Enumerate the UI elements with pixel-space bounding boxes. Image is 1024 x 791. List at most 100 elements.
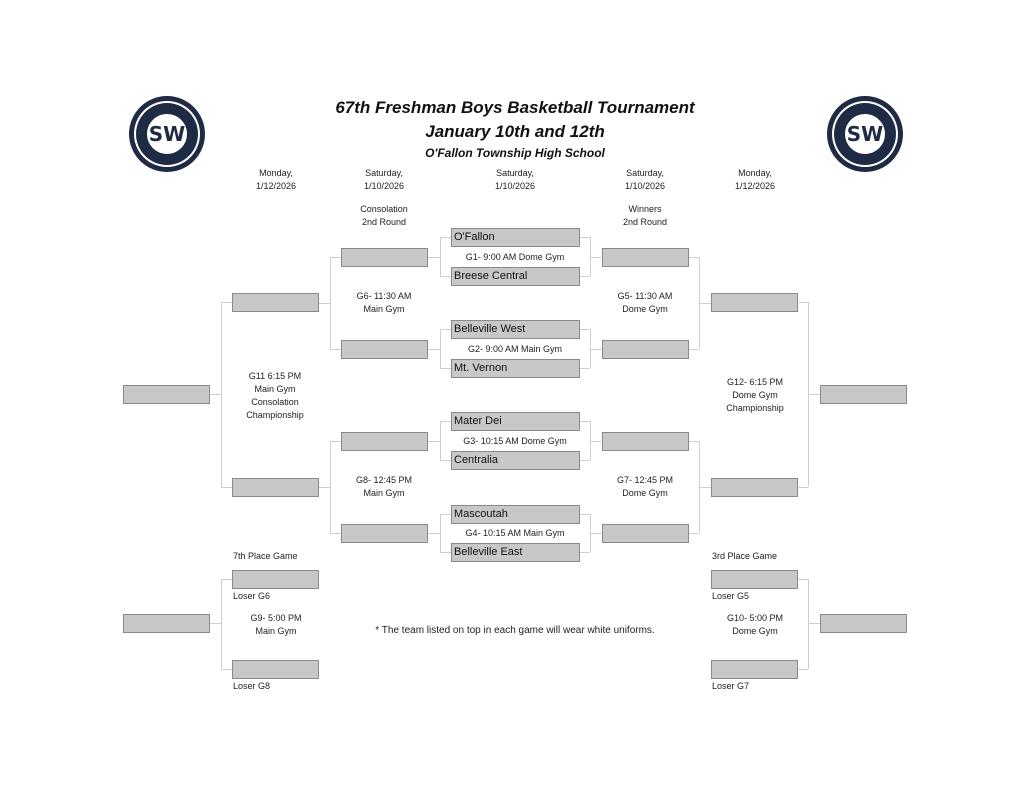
bracket-line — [221, 579, 222, 669]
game-label: G2- 9:00 AM Main Gym — [467, 344, 563, 354]
bracket-line — [699, 487, 711, 488]
uniform-note: * The team listed on top in each game wi… — [375, 625, 655, 636]
tournament-venue: O'Fallon Township High School — [425, 146, 605, 160]
bracket-line — [689, 349, 699, 350]
bracket-line — [580, 552, 590, 553]
bracket-line — [798, 669, 808, 670]
third-bottom-label: Loser G7 — [712, 681, 750, 691]
bracket-line — [808, 579, 809, 669]
consolation-champion-slot — [123, 385, 210, 404]
empty-slot — [232, 570, 319, 589]
empty-slot — [232, 660, 319, 679]
bracket-line — [440, 237, 451, 238]
svg-text:SW: SW — [847, 122, 883, 146]
empty-slot — [602, 248, 689, 267]
empty-slot — [232, 293, 319, 312]
empty-slot — [232, 478, 319, 497]
column-header: Saturday,1/10/2026 — [624, 168, 666, 191]
bracket-line — [427, 348, 440, 350]
game-label: G3- 10:15 AM Dome Gym — [463, 436, 567, 446]
bracket-line — [808, 394, 820, 395]
bracket-line — [798, 302, 808, 303]
empty-slot — [711, 293, 798, 312]
empty-slot — [711, 660, 798, 679]
empty-slot — [711, 570, 798, 589]
third-place-title: 3rd Place Game — [712, 551, 778, 561]
bracket-line — [580, 421, 590, 422]
bracket-line — [580, 514, 590, 515]
tournament-dates: January 10th and 12th — [425, 122, 605, 141]
conference-logo-right: SW — [827, 96, 903, 172]
bracket-line — [330, 533, 341, 534]
bracket-line — [580, 329, 590, 330]
empty-slot — [341, 248, 428, 267]
bracket-line — [590, 348, 602, 350]
bracket-line — [440, 514, 451, 515]
champion-slot — [820, 385, 907, 404]
game-label: G1- 9:00 AM Dome Gym — [465, 252, 565, 262]
bracket-line — [318, 303, 330, 304]
bracket-line — [330, 441, 331, 533]
bracket-line — [440, 276, 451, 277]
bracket-line — [209, 623, 221, 624]
bracket-line — [221, 487, 232, 488]
bracket-line — [798, 579, 808, 580]
bracket-line — [590, 533, 602, 534]
bracket-line — [330, 349, 341, 350]
bracket-line — [580, 276, 590, 277]
team-slot: Mascoutah — [451, 505, 580, 524]
team-slot: Breese Central — [451, 267, 580, 286]
team-slot: Belleville East — [451, 543, 580, 562]
empty-slot — [341, 524, 428, 543]
bracket-line — [440, 237, 441, 276]
bracket-line — [221, 579, 232, 580]
seventh-place-slot — [123, 614, 210, 633]
bracket-line — [440, 421, 451, 422]
bracket-line — [318, 487, 330, 488]
svg-text:SW: SW — [149, 122, 185, 146]
bracket-line — [808, 623, 820, 624]
team-slot: Centralia — [451, 451, 580, 470]
bracket-line — [699, 303, 711, 304]
team-slot: Belleville West — [451, 320, 580, 339]
bracket-line — [330, 257, 331, 349]
empty-slot — [341, 432, 428, 451]
bracket-line — [580, 237, 590, 238]
bracket-line — [580, 460, 590, 461]
empty-slot — [602, 524, 689, 543]
game-label: G4- 10:15 AM Main Gym — [465, 528, 565, 538]
empty-slot — [602, 432, 689, 451]
third-top-label: Loser G5 — [712, 591, 750, 601]
bracket-line — [689, 257, 699, 258]
empty-slot — [602, 340, 689, 359]
bracket-line — [798, 487, 808, 488]
empty-slot — [341, 340, 428, 359]
bracket-line — [209, 394, 221, 395]
empty-slot — [711, 478, 798, 497]
bracket-line — [427, 533, 440, 534]
bracket-line — [440, 460, 451, 461]
bracket-line — [440, 329, 441, 368]
column-header: Monday,1/12/2026 — [255, 168, 297, 191]
team-slot: O'Fallon — [451, 228, 580, 247]
bracket-line — [590, 440, 602, 442]
column-header: Saturday,1/10/2026 — [363, 168, 405, 191]
bracket-line — [440, 421, 441, 460]
column-header: Monday,1/12/2026 — [734, 168, 776, 191]
bracket-line — [689, 533, 699, 534]
page-title: 67th Freshman Boys Basketball Tournament — [335, 98, 695, 117]
bracket-line — [590, 256, 602, 258]
seventh-place-title: 7th Place Game — [233, 551, 298, 561]
bracket-line — [440, 368, 451, 369]
bracket-line — [330, 441, 341, 442]
bracket-line — [580, 368, 590, 369]
